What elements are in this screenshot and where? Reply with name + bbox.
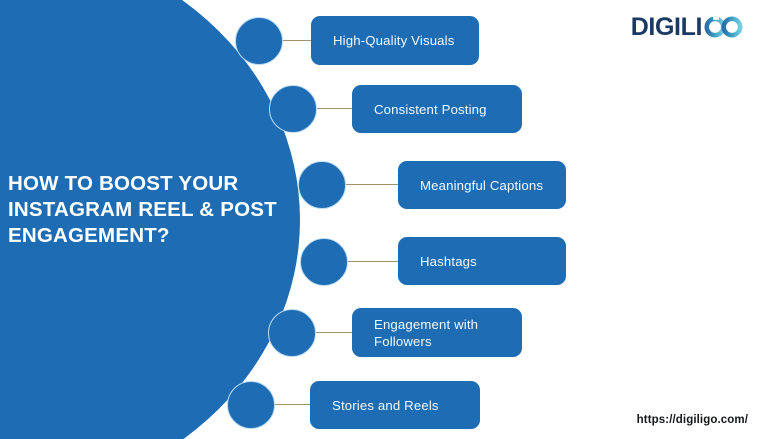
node-label-5: Engagement with Followers <box>374 316 479 349</box>
node-box-stories-and-reels[interactable]: Stories and Reels <box>310 381 480 429</box>
node-box-high-quality-visuals[interactable]: High-Quality Visuals <box>311 16 479 65</box>
node-label-6: Stories and Reels <box>332 397 439 413</box>
page-title-line-1: HOW TO BOOST YOUR <box>8 172 239 195</box>
page-title: HOW TO BOOST YOUR INSTAGRAM REEL & POST … <box>8 171 298 249</box>
node-circle-4[interactable] <box>300 238 348 286</box>
node-connector-6 <box>273 404 313 406</box>
node-label-3: Meaningful Captions <box>420 177 544 193</box>
node-box-consistent-posting[interactable]: Consistent Posting <box>352 85 522 133</box>
node-label-2: Consistent Posting <box>374 101 487 117</box>
page-title-line-3: ENGAGEMENT? <box>8 224 170 247</box>
node-box-hashtags[interactable]: Hashtags <box>398 237 566 285</box>
node-circle-2[interactable] <box>269 85 317 133</box>
node-connector-4 <box>346 261 402 263</box>
node-box-engagement-with-followers[interactable]: Engagement with Followers <box>352 308 522 357</box>
node-connector-5 <box>314 332 360 334</box>
node-connector-2 <box>315 108 359 110</box>
node-box-meaningful-captions[interactable]: Meaningful Captions <box>398 161 566 209</box>
page-title-line-2: INSTAGRAM REEL & POST <box>8 198 277 221</box>
node-circle-1[interactable] <box>235 17 283 65</box>
node-connector-3 <box>344 184 400 186</box>
node-label-1: High-Quality Visuals <box>333 33 455 48</box>
node-label-4: Hashtags <box>420 253 477 269</box>
node-circle-3[interactable] <box>298 161 346 209</box>
blue-circle-background <box>0 0 300 439</box>
brand-logo-text: DIGILI <box>630 12 703 41</box>
brand-logo[interactable]: DIGILI <box>631 12 746 42</box>
node-circle-6[interactable] <box>227 381 275 429</box>
site-url[interactable]: https://digiligo.com/ <box>636 414 748 426</box>
infinity-go-icon <box>702 13 746 41</box>
node-circle-5[interactable] <box>268 309 316 357</box>
node-connector-1 <box>281 40 317 42</box>
